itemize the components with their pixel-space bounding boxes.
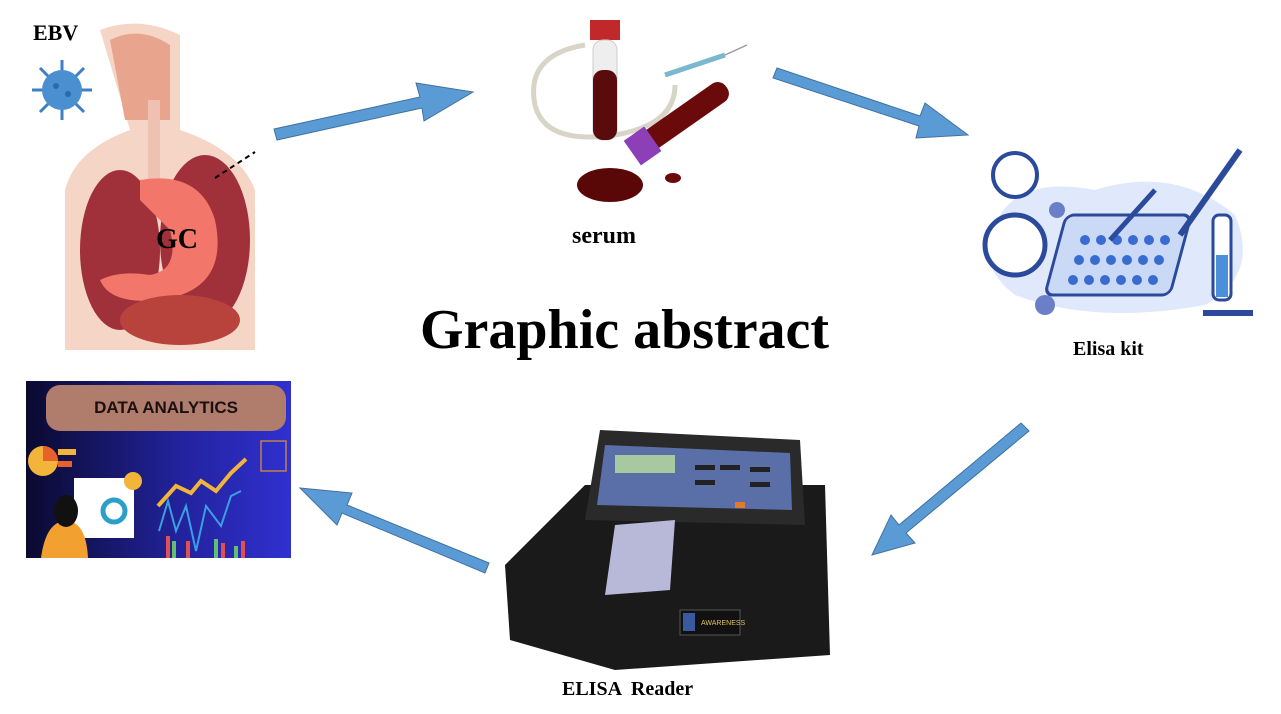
arrow-anatomy-to-serum (273, 82, 475, 141)
ebv-label: EBV (33, 20, 79, 45)
serum-label: serum (572, 223, 636, 249)
elisa-reader-label: ELISA Reader (562, 678, 694, 700)
elisa-reader-illustration: AWARENESS (505, 425, 835, 675)
arrow-reader-to-analytics (298, 487, 490, 574)
arrow-kit-to-reader (871, 422, 1030, 556)
reader-brand: AWARENESS (701, 620, 746, 627)
elisa-kit-label: Elisa kit (1073, 338, 1144, 360)
data-analytics-image: DATA ANALYTICS (26, 381, 291, 558)
virus-icon (30, 58, 94, 122)
data-analytics-banner: DATA ANALYTICS (46, 385, 286, 431)
page-title: Graphic abstract (420, 299, 830, 361)
gc-label: GC (156, 224, 198, 255)
blood-collection-illustration (525, 15, 755, 205)
elisa-kit-illustration (975, 145, 1260, 320)
anatomy-illustration (30, 20, 260, 350)
arrow-serum-to-kit (772, 67, 970, 139)
